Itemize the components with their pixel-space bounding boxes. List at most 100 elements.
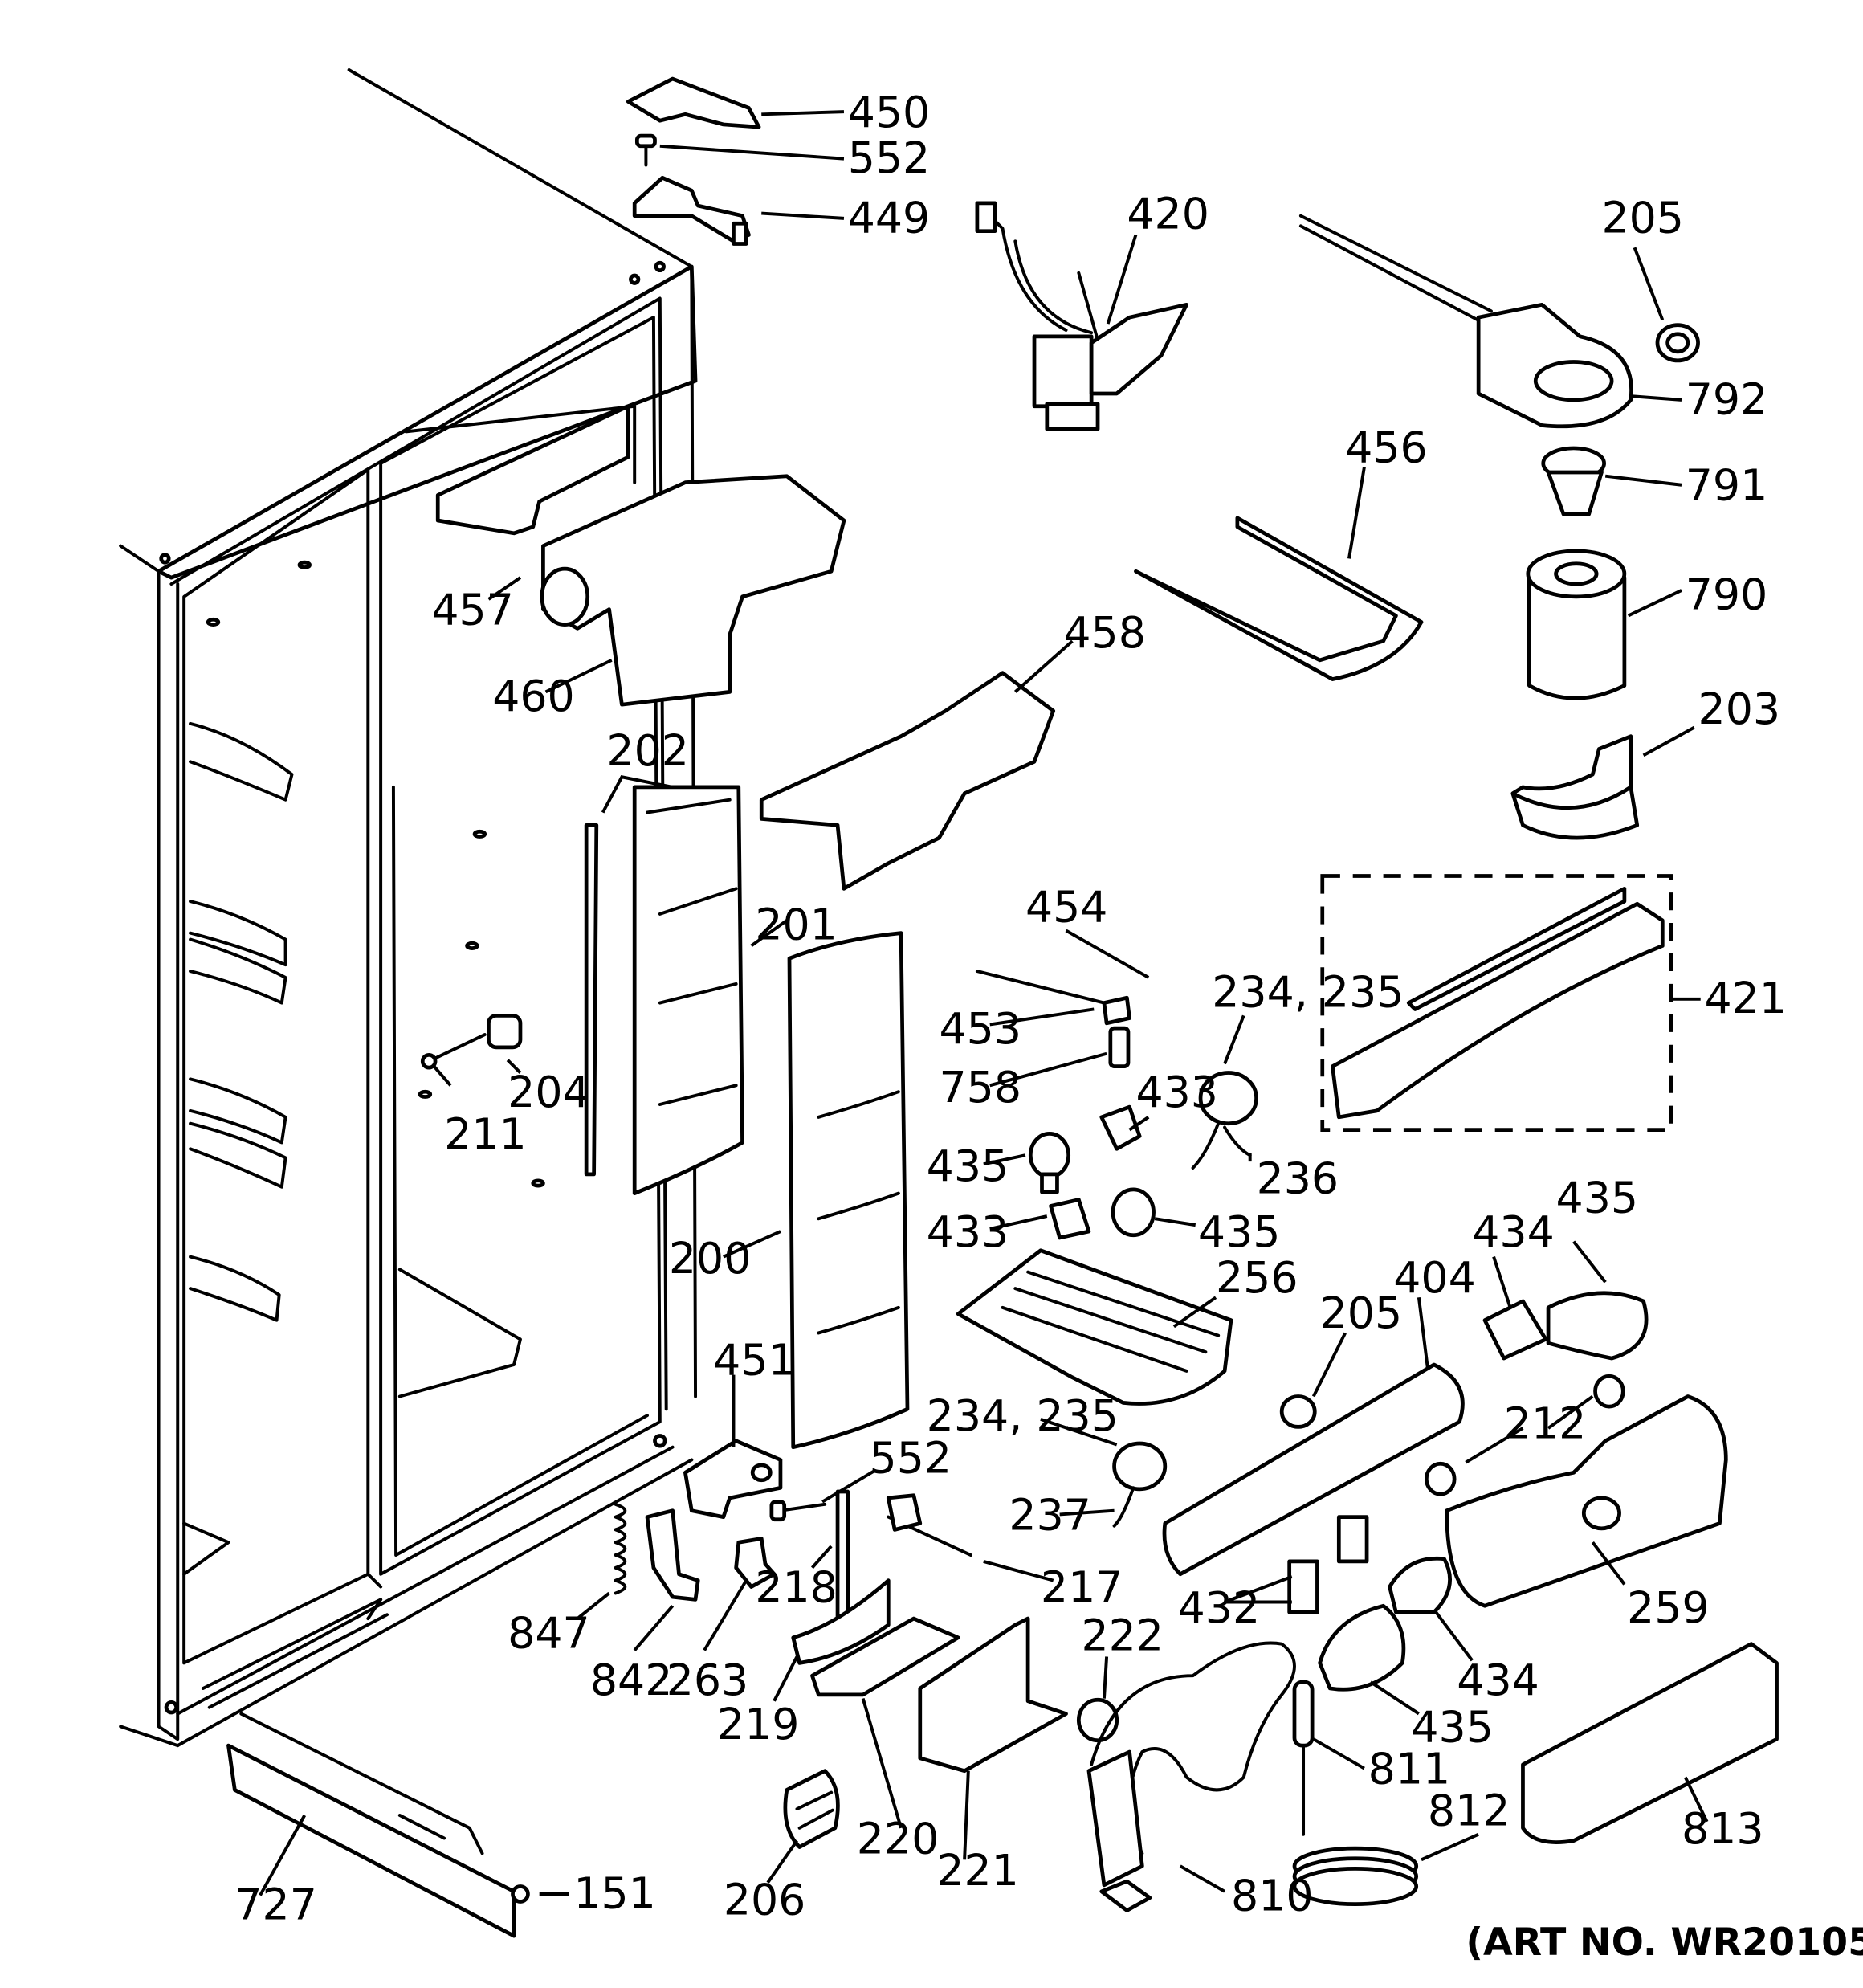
art-number: (ART NO. WR20105 C2) [1466, 1921, 1863, 1965]
callout-811: 811 [1368, 1743, 1451, 1794]
part-458-damper-assembly [759, 671, 1056, 891]
part-256-drip-tray [956, 1248, 1233, 1406]
part-842-arm [645, 1508, 700, 1602]
callout-552-top: 552 [848, 133, 931, 183]
part-263-fitting [734, 1537, 777, 1589]
part-552-screw-mid [769, 1500, 827, 1522]
part-811-tube [1292, 1680, 1315, 1836]
callout-236: 236 [1257, 1153, 1339, 1204]
part-758-fitting [1108, 1026, 1131, 1068]
callout-256: 256 [1216, 1252, 1298, 1303]
part-434-socket-a [1482, 1299, 1548, 1361]
callout-222: 222 [1081, 1610, 1164, 1661]
callout-458: 458 [1063, 607, 1146, 658]
part-420-harness [975, 201, 1189, 431]
part-433-socket-a [1099, 1104, 1142, 1151]
part-151-screw [511, 1884, 530, 1904]
callout-421: 421 [1704, 973, 1787, 1023]
part-212-bushing [1424, 1374, 1625, 1496]
callout-552-mid: 552 [870, 1432, 952, 1483]
callout-457: 457 [431, 585, 514, 635]
part-204-spacer [487, 1013, 523, 1050]
callout-758: 758 [939, 1062, 1021, 1112]
part-847-spring [614, 1502, 627, 1595]
callout-151: 151 [573, 1868, 656, 1918]
part-203-cover [1510, 734, 1640, 840]
part-435-bulb-a [1028, 1131, 1071, 1194]
callout-234-235-b: 234, 235 [927, 1390, 1119, 1441]
part-450-hinge-cover [626, 76, 761, 129]
part-211-screw [420, 1033, 487, 1070]
part-813-cover [1521, 1642, 1779, 1844]
part-449-hinge [632, 175, 751, 246]
part-236-wire [1191, 1121, 1252, 1170]
part-206-cap [783, 1769, 840, 1849]
callout-221: 221 [936, 1845, 1019, 1896]
callout-204: 204 [508, 1067, 590, 1117]
part-201-dispenser-back [632, 785, 744, 1195]
callout-810: 810 [1231, 1871, 1314, 1921]
part-435-bulb-d [1318, 1603, 1406, 1692]
part-812-coil [1292, 1846, 1419, 1907]
leader-lines [259, 110, 1709, 1896]
callout-842: 842 [590, 1655, 673, 1705]
callout-460: 460 [492, 671, 575, 721]
part-202-gasket [584, 823, 599, 1177]
part-200-dispenser-cover [787, 931, 910, 1450]
part-552-screw-top [634, 133, 657, 167]
part-456-bracket-frame [1134, 516, 1424, 681]
callout-433-a: 433 [1135, 1067, 1218, 1117]
part-234-235-lens-a [1198, 1071, 1258, 1126]
callout-219: 219 [717, 1699, 800, 1749]
callout-792: 792 [1686, 374, 1768, 424]
callout-205-mid: 205 [1320, 1288, 1403, 1338]
part-433-socket-b [1049, 1198, 1091, 1240]
callout-847: 847 [508, 1607, 590, 1658]
part-432-socket [1287, 1515, 1369, 1614]
refrigerator-cabinet [119, 68, 698, 1748]
part-434-socket-b [1388, 1556, 1452, 1614]
callout-453: 453 [939, 1003, 1021, 1054]
callout-420: 420 [1127, 189, 1209, 239]
callout-206: 206 [724, 1874, 806, 1925]
part-234-235-lens-b [1112, 1441, 1168, 1492]
callout-435-c: 435 [1556, 1172, 1639, 1223]
part-810-tank [1086, 1641, 1296, 1912]
part-220-lever-arm [810, 1616, 960, 1697]
callout-217: 217 [1041, 1562, 1123, 1613]
part-435-bulb-c [1546, 1291, 1649, 1361]
part-790-filter-cartridge [1526, 549, 1627, 700]
part-451-bracket [683, 1439, 783, 1519]
callout-435-d: 435 [1411, 1701, 1494, 1752]
part-217-shaft [886, 1493, 972, 1557]
part-727-grille [226, 1712, 516, 1938]
callout-450: 450 [848, 87, 931, 137]
callout-449: 449 [848, 192, 931, 243]
part-454-wire [975, 970, 1106, 1005]
part-404-housing [1162, 1362, 1465, 1577]
part-237-wire [1112, 1486, 1135, 1528]
part-460-air-duct [540, 474, 846, 707]
part-221-cradle [918, 1616, 1068, 1774]
callout-432: 432 [1178, 1582, 1261, 1633]
part-219-paddle [791, 1578, 891, 1665]
part-792-auger-housing [1298, 214, 1633, 429]
part-205-bushing-top [1655, 323, 1700, 363]
callout-790: 790 [1686, 569, 1768, 620]
part-218-lever [835, 1489, 850, 1627]
part-205-bushing-mid [1279, 1394, 1317, 1429]
part-259-cover [1445, 1394, 1728, 1608]
callout-435-a: 435 [927, 1141, 1009, 1191]
callout-201: 201 [755, 900, 838, 950]
callout-456: 456 [1345, 422, 1428, 472]
callout-212: 212 [1504, 1398, 1587, 1449]
callout-812: 812 [1428, 1786, 1510, 1836]
part-453-nut [1102, 995, 1131, 1026]
callout-435-b: 435 [1198, 1206, 1281, 1257]
callout-234-235-a: 234, 235 [1212, 966, 1404, 1017]
callout-220: 220 [857, 1813, 940, 1863]
callout-202: 202 [606, 725, 689, 776]
callout-237: 237 [1009, 1489, 1091, 1540]
callout-205-top: 205 [1601, 192, 1684, 243]
